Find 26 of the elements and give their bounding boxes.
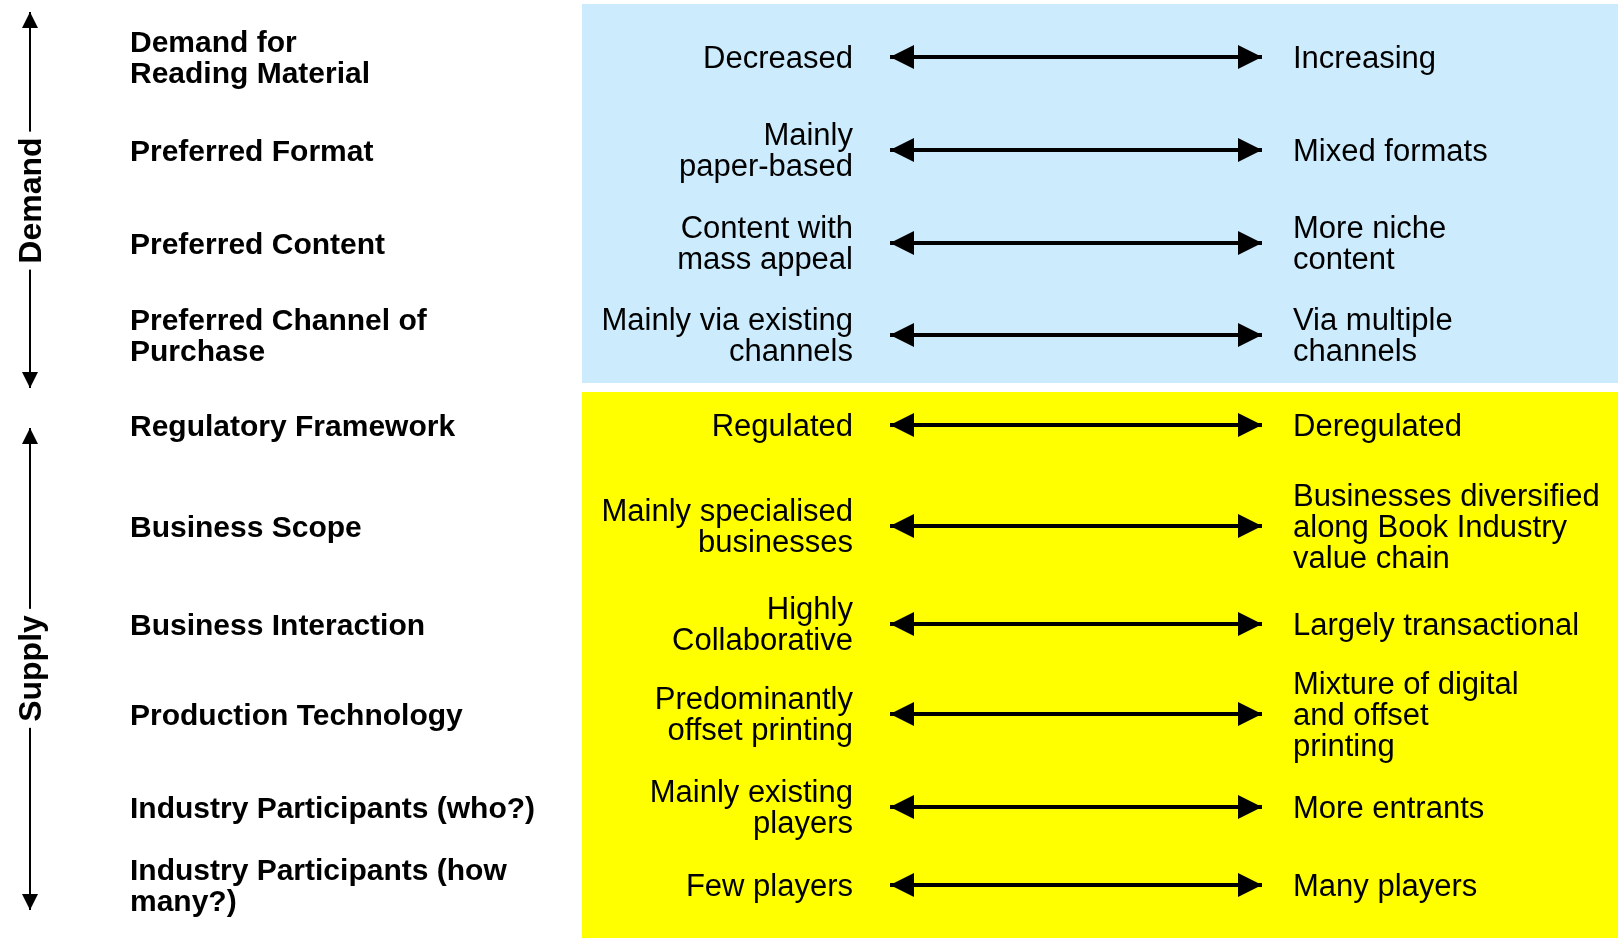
background-band	[582, 4, 1618, 383]
row-heading: Regulatory Framework	[130, 409, 457, 441]
row-heading: Industry Participants (how many?)	[130, 854, 508, 916]
double-arrow	[890, 702, 1262, 726]
row-heading: Production Technology	[130, 698, 464, 730]
option-text: Mixture of digital and offset printing	[1262, 664, 1618, 764]
double-arrow	[890, 231, 1262, 255]
double-arrow	[890, 612, 1262, 636]
row-heading: Preferred Format	[130, 134, 375, 166]
double-arrow	[890, 795, 1262, 819]
option-text: Many players	[1262, 835, 1618, 935]
double-arrow	[890, 45, 1262, 69]
row-heading: Demand for Reading Material	[130, 26, 372, 88]
row-heading: Industry Participants (who?)	[130, 791, 537, 823]
double-arrow	[890, 138, 1262, 162]
option-text: Mainly specialised businesses	[590, 476, 890, 576]
background-band	[582, 392, 1618, 938]
row-heading: Business Interaction	[130, 608, 427, 640]
double-arrow	[890, 873, 1262, 897]
row-heading: Preferred Channel of Purchase	[130, 304, 428, 366]
row-heading: Preferred Content	[130, 227, 387, 259]
row-heading: Business Scope	[130, 510, 363, 542]
double-arrow	[890, 413, 1262, 437]
option-text: Businesses diversified along Book Industry value chain	[1262, 476, 1618, 576]
double-arrow	[890, 323, 1262, 347]
double-arrow	[890, 514, 1262, 538]
